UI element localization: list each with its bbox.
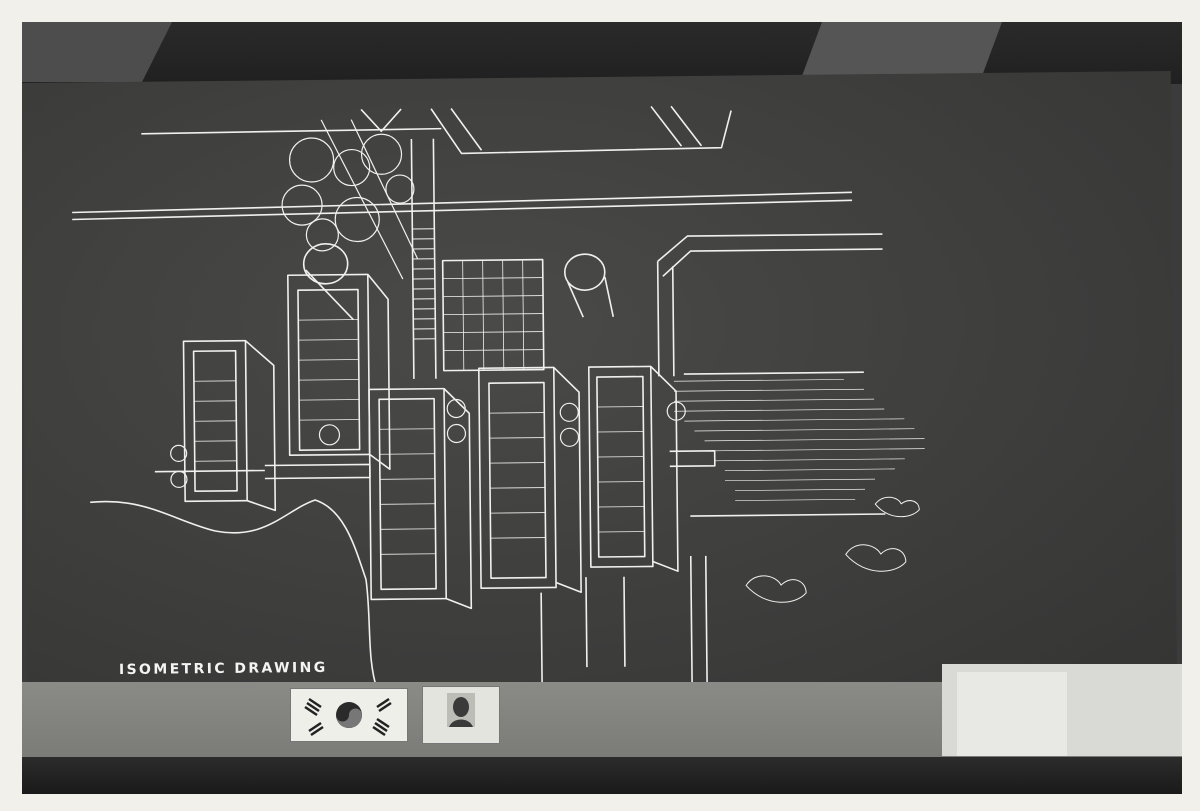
ceiling-beam <box>22 22 172 82</box>
display-board: ISOMETRIC DRAWING <box>22 70 1178 706</box>
photograph: ISOMETRIC DRAWING <box>22 22 1182 794</box>
drawing-caption: ISOMETRIC DRAWING <box>118 659 328 679</box>
isometric-drawing <box>72 105 925 690</box>
ceiling-beam <box>802 22 1002 76</box>
korean-flag-icon <box>290 688 408 742</box>
wall-panel-inner <box>957 672 1067 756</box>
framed-portrait <box>422 686 500 744</box>
floor <box>22 757 1182 794</box>
